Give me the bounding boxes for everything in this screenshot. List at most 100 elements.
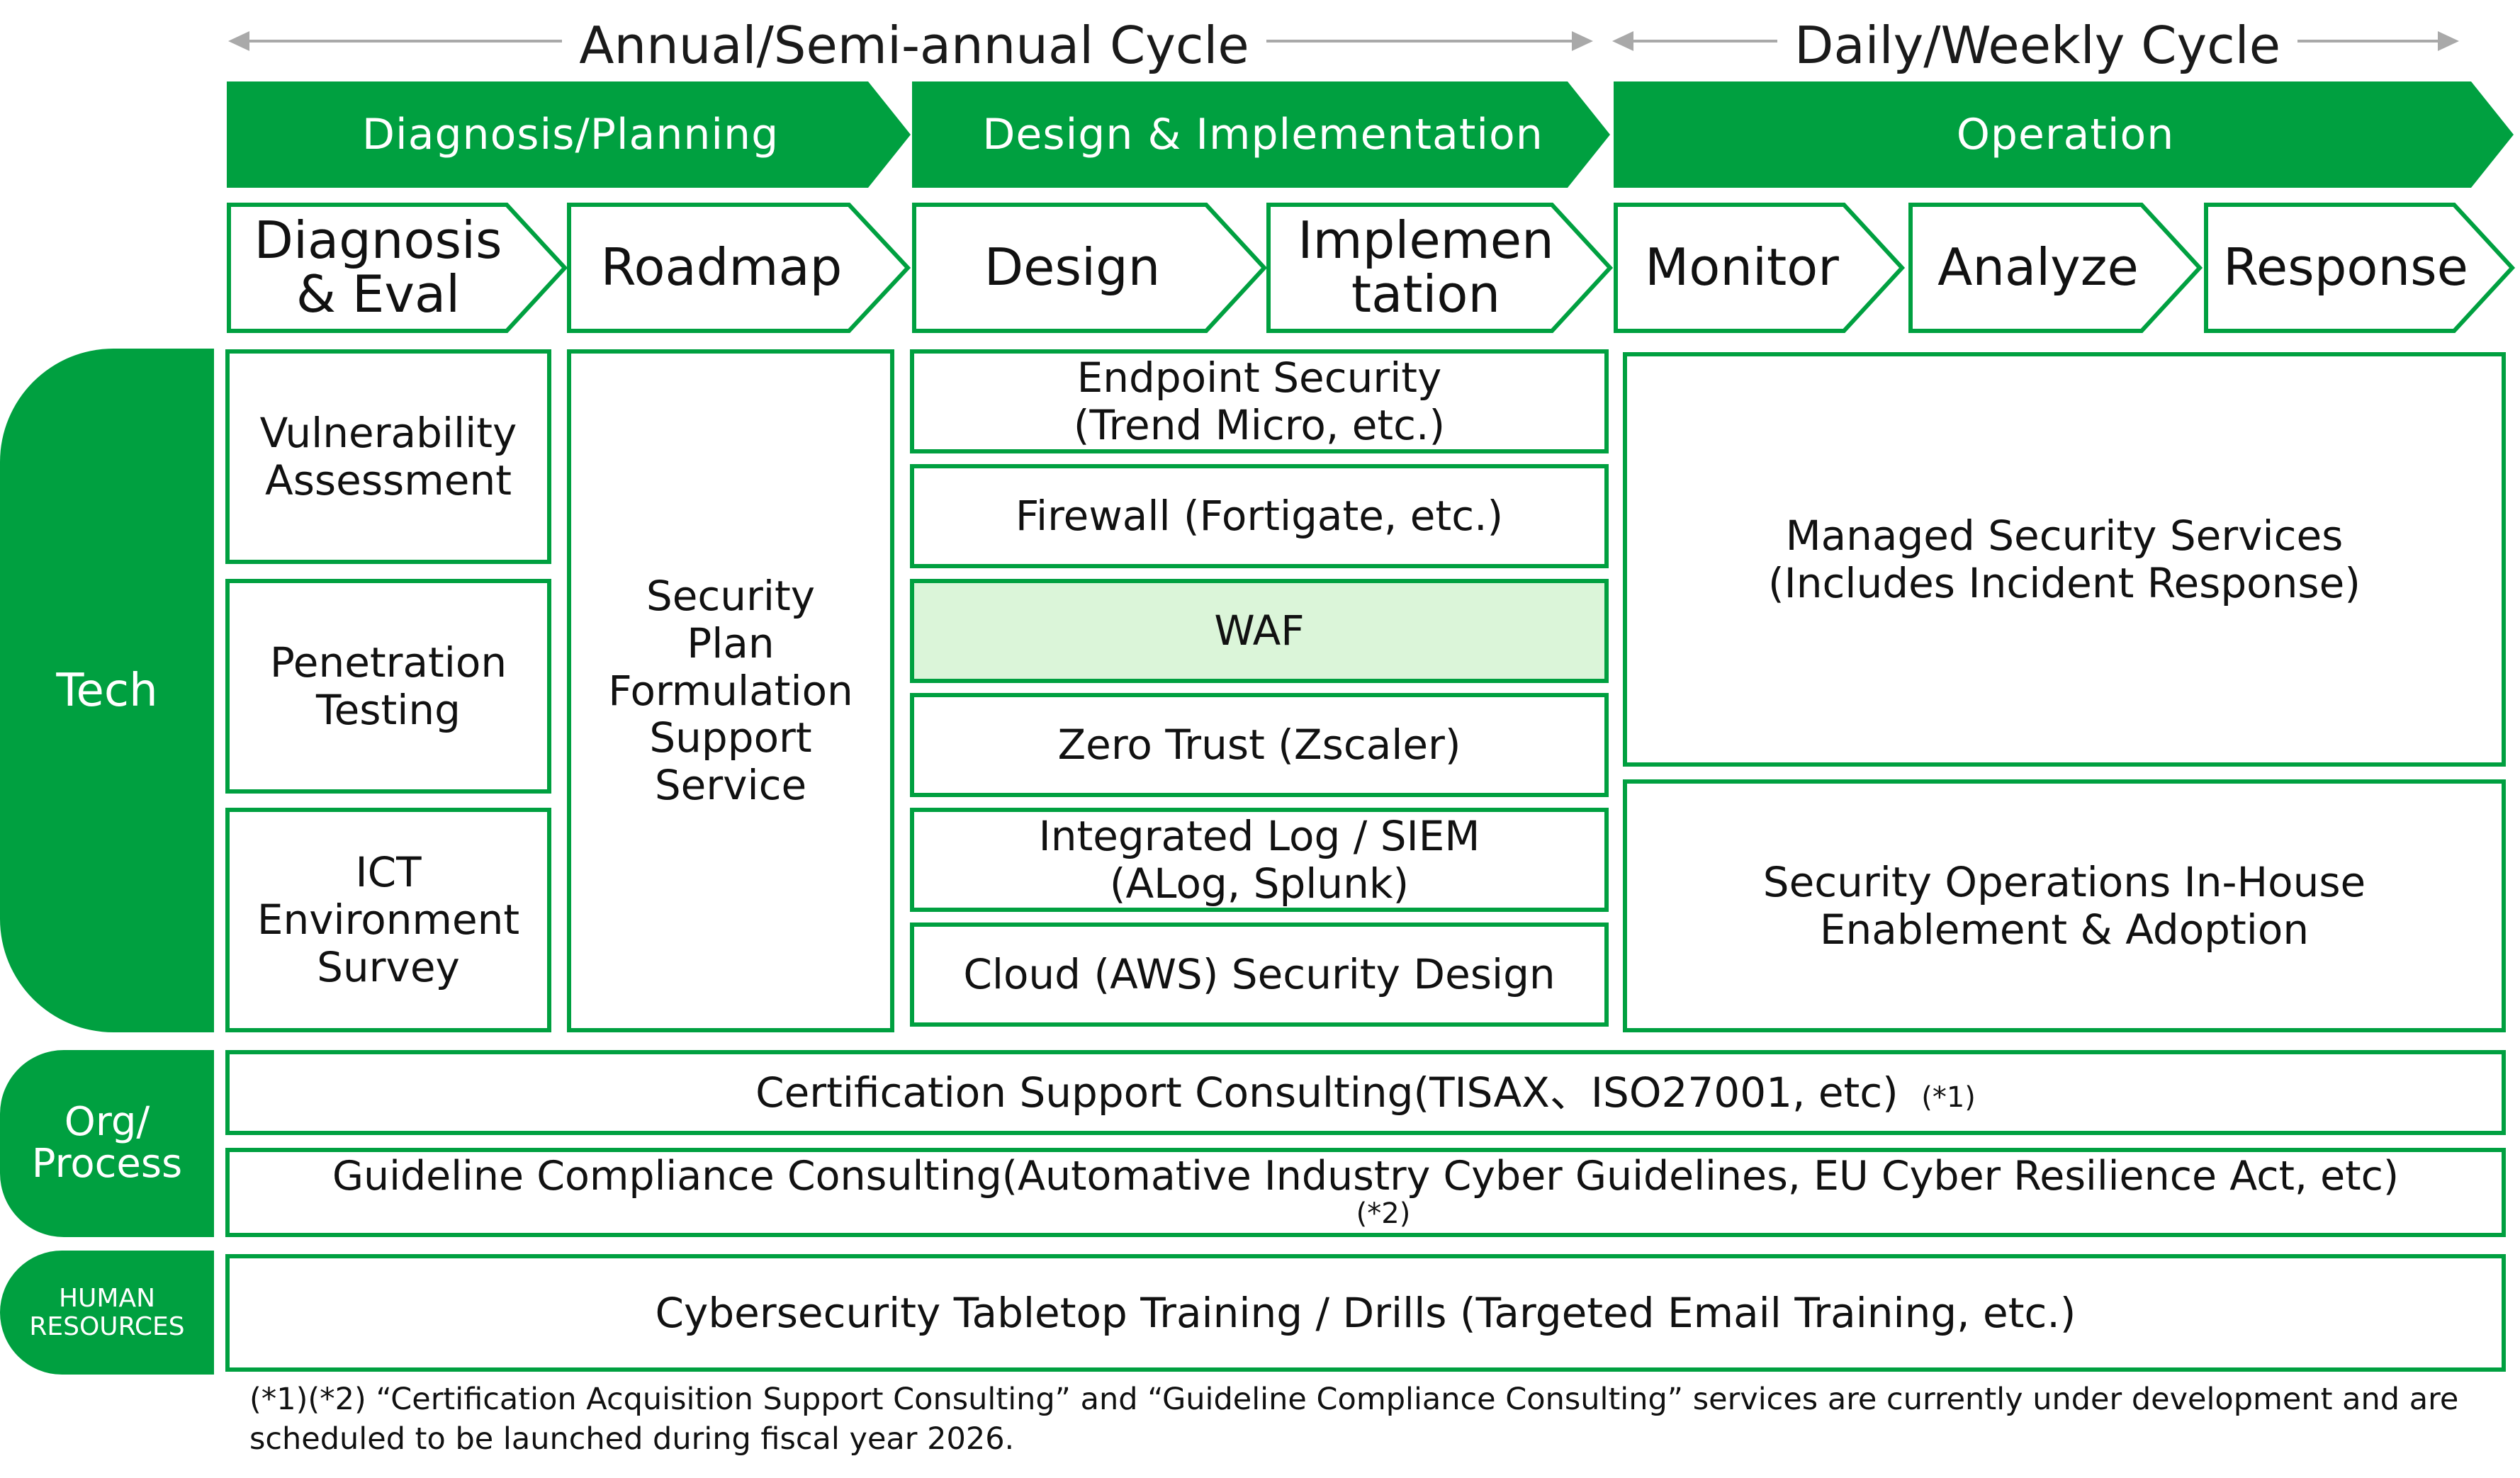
box-cloud-security-design: Cloud (AWS) Security Design xyxy=(910,923,1609,1027)
footnote: (*1)(*2) “Certification Acquisition Supp… xyxy=(249,1380,2503,1460)
phase-design-arrow-shape xyxy=(912,81,1610,188)
certification-note: (*1) xyxy=(1921,1081,1976,1114)
category-hr-label: HUMAN RESOURCES xyxy=(29,1285,184,1341)
secops-line1: Security Operations In-House xyxy=(1762,857,2366,906)
category-org-process: Org/ Process xyxy=(0,1050,214,1237)
siem-line2: (ALog, Splunk) xyxy=(1109,859,1410,908)
step-implementation-line2: tation xyxy=(1351,264,1501,324)
plan-line3: Formulation xyxy=(608,666,853,715)
siem-line1: Integrated Log / SIEM xyxy=(1038,811,1480,860)
box-penetration-testing: Penetration Testing xyxy=(225,579,551,794)
box-zero-trust: Zero Trust (Zscaler) xyxy=(910,693,1609,797)
box-waf: WAF xyxy=(910,579,1609,683)
phase-operation-label: Operation xyxy=(1956,110,2175,159)
ict-line3: Survey xyxy=(317,942,460,991)
step-analyze: Analyze xyxy=(1908,203,2203,333)
phase-operation: Operation xyxy=(1614,81,2517,188)
box-integrated-log-siem: Integrated Log / SIEM (ALog, Splunk) xyxy=(910,808,1609,912)
step-roadmap: Roadmap xyxy=(567,203,911,333)
category-hr-line2: RESOURCES xyxy=(29,1311,185,1341)
mss-line1: Managed Security Services xyxy=(1785,511,2344,560)
ict-survey-text: ICT Environment Survey xyxy=(257,849,519,991)
secops-line2: Enablement & Adoption xyxy=(1819,905,2310,954)
step-response: Response xyxy=(2204,203,2516,333)
ict-line1: ICT xyxy=(355,848,422,897)
step-diagnosis-line2: & Eval xyxy=(296,264,461,324)
phase-operation-arrow-shape xyxy=(1614,81,2514,188)
step-implementation-label: Implemen tation xyxy=(1298,214,1553,321)
cycle-annual-arrow-left xyxy=(228,31,249,51)
box-certification-support-consulting: Certification Support Consulting(TISAX、I… xyxy=(225,1050,2506,1135)
secops-text: Security Operations In-House Enablement … xyxy=(1762,857,2366,954)
step-implementation: Implemen tation xyxy=(1266,203,1614,333)
footnote-line2: scheduled to be launched during fiscal y… xyxy=(249,1421,1015,1457)
plan-line2: Plan xyxy=(687,619,775,667)
step-design-label: Design xyxy=(984,237,1161,298)
category-hr-line1: HUMAN xyxy=(58,1283,156,1313)
step-monitor-label: Monitor xyxy=(1645,237,1839,298)
box-vulnerability-assessment: Vulnerability Assessment xyxy=(225,349,551,564)
box-managed-security-services: Managed Security Services (Includes Inci… xyxy=(1623,352,2506,767)
step-monitor: Monitor xyxy=(1614,203,1906,333)
category-org-label: Org/ Process xyxy=(31,1099,183,1187)
cycle-annual-label-box: Annual/Semi-annual Cycle xyxy=(248,10,1580,81)
penetration-line1: Penetration xyxy=(269,638,507,687)
siem-text: Integrated Log / SIEM (ALog, Splunk) xyxy=(1038,811,1480,908)
cloud-security-text: Cloud (AWS) Security Design xyxy=(963,950,1556,999)
mss-line2: (Includes Incident Response) xyxy=(1768,558,2361,607)
step-response-label: Response xyxy=(2223,237,2468,298)
certification-label: Certification Support Consulting(TISAX、I… xyxy=(755,1068,1899,1117)
step-implementation-line1: Implemen xyxy=(1298,210,1554,271)
plan-line4: Support xyxy=(649,713,812,762)
category-org-line1: Org/ xyxy=(64,1099,150,1146)
step-design-chevron xyxy=(912,203,1268,333)
step-monitor-chevron xyxy=(1614,203,1906,333)
step-design: Design xyxy=(912,203,1268,333)
step-diagnosis-line1: Diagnosis xyxy=(254,210,502,271)
step-analyze-chevron xyxy=(1908,203,2203,333)
step-roadmap-chevron xyxy=(567,203,911,333)
step-roadmap-label: Roadmap xyxy=(600,237,843,298)
vulnerability-assessment-text: Vulnerability Assessment xyxy=(259,408,517,504)
certification-text: Certification Support Consulting(TISAX、I… xyxy=(755,1068,1976,1117)
box-security-operations-enablement: Security Operations In-House Enablement … xyxy=(1623,779,2506,1032)
category-org-line2: Process xyxy=(31,1141,183,1187)
step-diagnosis-eval: Diagnosis & Eval xyxy=(227,203,568,333)
cycle-annual-label: Annual/Semi-annual Cycle xyxy=(562,16,1266,75)
step-implementation-chevron xyxy=(1266,203,1614,333)
phase-diagnosis-arrow-shape xyxy=(227,81,911,188)
mss-text: Managed Security Services (Includes Inci… xyxy=(1768,512,2361,607)
waf-text: WAF xyxy=(1214,607,1305,655)
vulnerability-line2: Assessment xyxy=(265,456,512,504)
step-response-chevron xyxy=(2204,203,2516,333)
plan-line5: Service xyxy=(654,761,807,810)
phase-design-label: Design & Implementation xyxy=(982,110,1543,159)
box-ict-environment-survey: ICT Environment Survey xyxy=(225,808,551,1032)
cycle-annual-arrow-right xyxy=(1572,31,1593,51)
step-diagnosis-chevron xyxy=(227,203,568,333)
category-tech: Tech xyxy=(0,349,214,1032)
zero-trust-text: Zero Trust (Zscaler) xyxy=(1057,721,1461,769)
cycle-daily-label-box: Daily/Weekly Cycle xyxy=(1630,10,2445,81)
ict-line2: Environment xyxy=(257,896,520,944)
step-diagnosis-label: Diagnosis & Eval xyxy=(254,214,502,321)
endpoint-line1: Endpoint Security xyxy=(1076,353,1442,402)
step-analyze-label: Analyze xyxy=(1937,237,2139,298)
security-plan-text: Security Plan Formulation Support Servic… xyxy=(608,572,853,808)
vulnerability-line1: Vulnerability xyxy=(259,408,517,457)
phase-diagnosis-planning: Diagnosis/Planning xyxy=(227,81,914,188)
box-endpoint-security: Endpoint Security (Trend Micro, etc.) xyxy=(910,349,1609,453)
training-text: Cybersecurity Tabletop Training / Drills… xyxy=(655,1288,2076,1337)
phase-design-implementation: Design & Implementation xyxy=(912,81,1614,188)
penetration-line2: Testing xyxy=(316,685,461,734)
plan-line1: Security xyxy=(646,572,816,621)
box-firewall: Firewall (Fortigate, etc.) xyxy=(910,464,1609,568)
cycle-daily-arrow-right xyxy=(2438,31,2459,51)
category-tech-label: Tech xyxy=(56,664,158,717)
phase-diagnosis-label: Diagnosis/Planning xyxy=(361,110,780,159)
box-guideline-compliance-consulting: Guideline Compliance Consulting(Automati… xyxy=(225,1148,2506,1237)
cycle-daily-label: Daily/Weekly Cycle xyxy=(1777,16,2297,75)
category-human-resources: HUMAN RESOURCES xyxy=(0,1251,214,1375)
endpoint-line2: (Trend Micro, etc.) xyxy=(1073,400,1446,449)
